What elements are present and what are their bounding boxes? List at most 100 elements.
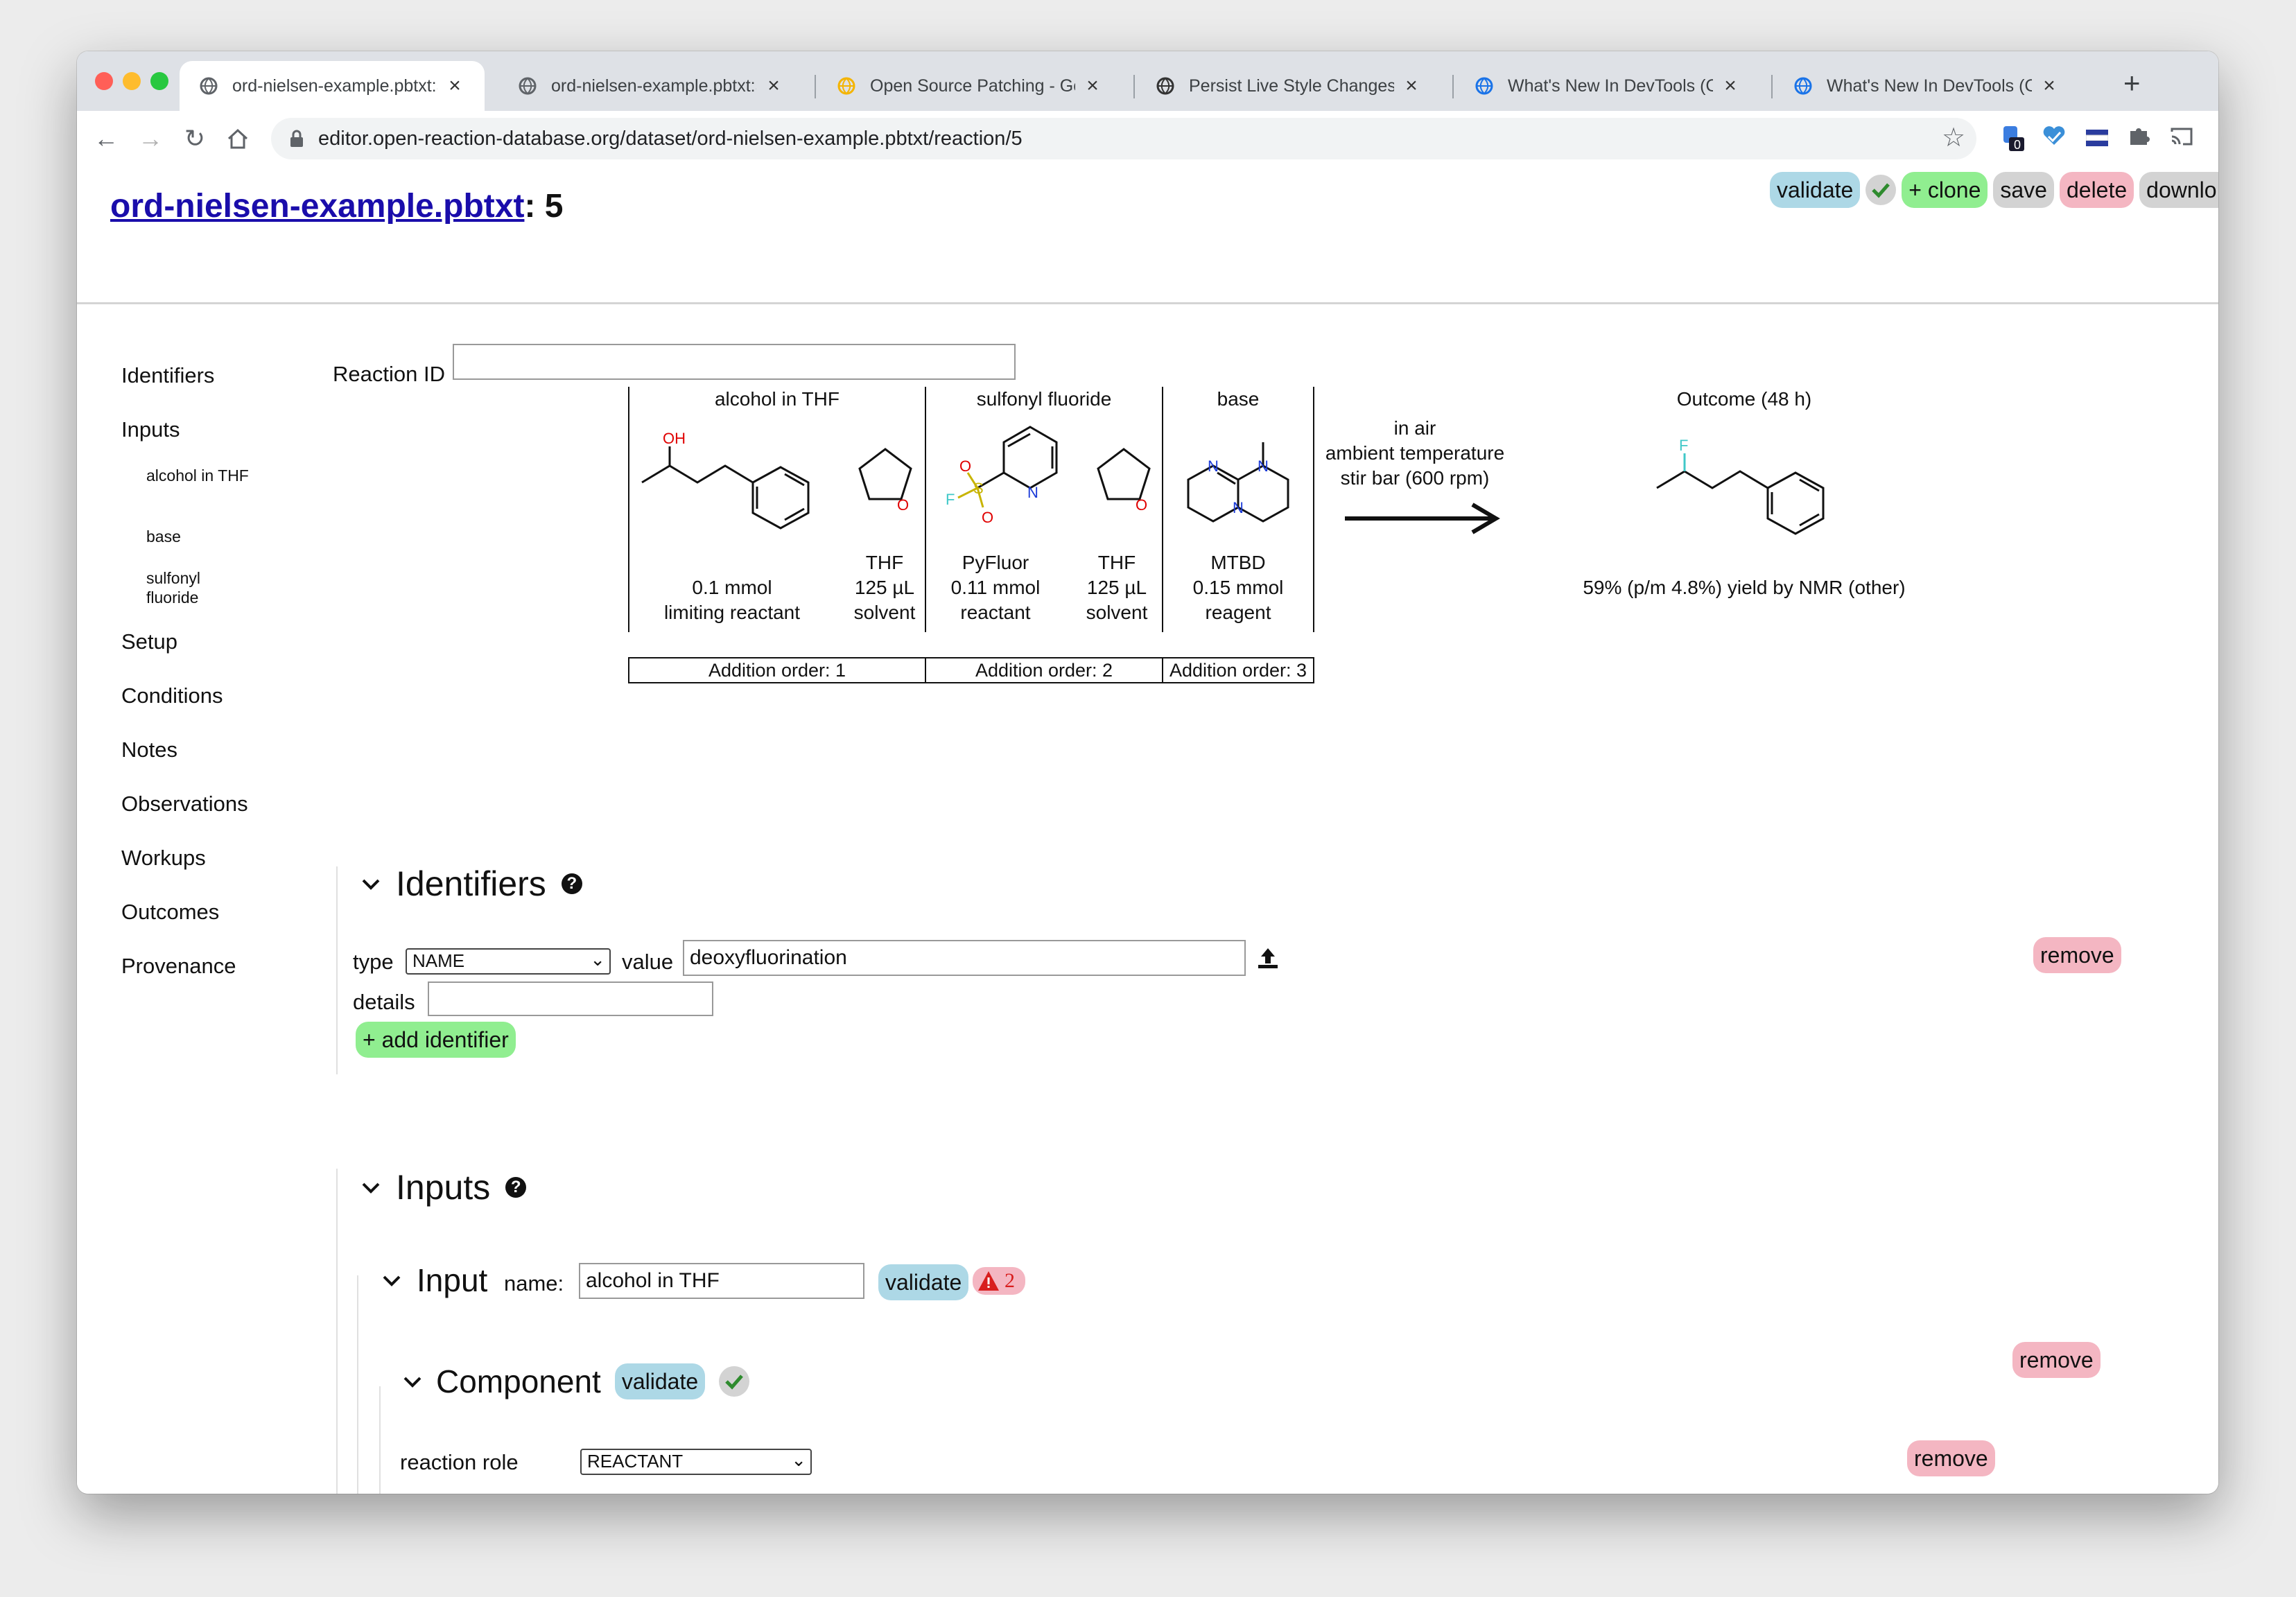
bookmark-star-icon[interactable]: ☆ <box>1942 123 1966 152</box>
download-button[interactable]: downlo <box>2139 172 2218 208</box>
forward-icon[interactable]: → <box>138 124 163 152</box>
chevron-down-icon[interactable] <box>403 1368 422 1395</box>
pyfluor-molecule-drawing: N S O O F <box>946 426 1058 526</box>
identifier-value-input[interactable]: deoxyfluorination <box>683 940 1246 976</box>
reaction-id-input[interactable] <box>453 344 1016 380</box>
new-tab-button[interactable]: + <box>2123 67 2141 99</box>
sidebar-item-inputs[interactable]: Inputs <box>121 417 180 442</box>
identifier-type-select[interactable]: NAME⌄ <box>406 948 611 975</box>
cast-icon[interactable] <box>2166 123 2197 154</box>
sidebar-subitem-alcohol[interactable]: alcohol in THF <box>146 466 249 485</box>
addition-order-1: Addition order: 1 <box>628 657 926 683</box>
input-validate-button[interactable]: validate <box>878 1264 969 1300</box>
close-tab-icon[interactable]: × <box>767 74 780 97</box>
chevron-down-icon[interactable] <box>382 1267 401 1294</box>
scheme-divider <box>628 387 629 632</box>
dataset-link[interactable]: ord-nielsen-example.pbtxt <box>110 188 525 225</box>
browser-tab[interactable]: What's New In DevTools (Chr× <box>1774 61 2079 111</box>
chevron-down-icon: ⌄ <box>590 949 605 970</box>
heart-extension-icon[interactable] <box>2039 123 2069 154</box>
conditions-text: in air ambient temperature stir bar (600… <box>1321 416 1508 491</box>
chevron-down-icon[interactable] <box>361 871 381 898</box>
delete-button[interactable]: delete <box>2059 172 2134 208</box>
sidebar-item-identifiers[interactable]: Identifiers <box>121 363 215 387</box>
clone-button[interactable]: + clone <box>1902 172 1988 208</box>
section-rule <box>379 1386 381 1494</box>
flag-extension-icon[interactable] <box>2082 123 2112 154</box>
back-icon[interactable]: ← <box>94 124 119 152</box>
extension-badge: 0 <box>2014 138 2021 152</box>
chevron-down-icon[interactable] <box>361 1174 381 1201</box>
atom-label-n: N <box>1208 457 1219 475</box>
input-name-field[interactable]: alcohol in THF <box>579 1263 864 1299</box>
atom-label-o: O <box>1136 496 1147 514</box>
component-label: 0.1 mmol limiting reactant <box>656 550 808 625</box>
close-tab-icon[interactable]: × <box>449 74 461 97</box>
component-amount: 0.1 mmol <box>692 577 772 598</box>
browser-tab[interactable]: What's New In DevTools (Chr× <box>1455 61 1760 111</box>
identifier-details-input[interactable] <box>428 981 713 1016</box>
address-bar[interactable]: editor.open-reaction-database.org/datase… <box>271 118 1976 159</box>
tab-title: Open Source Patching - Goo <box>870 76 1075 96</box>
close-tab-icon[interactable]: × <box>1086 74 1099 97</box>
sidebar-item-workups[interactable]: Workups <box>121 846 206 870</box>
help-icon[interactable]: ? <box>505 1177 527 1198</box>
password-extension-icon[interactable]: 0 <box>1997 123 2028 154</box>
page-content: ord-nielsen-example.pbtxt: 5 validate + … <box>77 166 2218 1494</box>
input-header[interactable]: Input <box>382 1262 487 1299</box>
group-title-alcohol: alcohol in THF <box>714 388 840 410</box>
minimize-window-button[interactable] <box>123 72 141 90</box>
close-tab-icon[interactable]: × <box>1405 74 1418 97</box>
sidebar-item-provenance[interactable]: Provenance <box>121 954 236 978</box>
upload-icon[interactable] <box>1255 945 1280 974</box>
close-window-button[interactable] <box>95 72 113 90</box>
outcome-yield: 59% (p/m 4.8%) yield by NMR (other) <box>1583 577 1906 598</box>
save-button[interactable]: save <box>1993 172 2054 208</box>
component-role: limiting reactant <box>663 602 801 623</box>
input-heading: Input <box>417 1262 488 1298</box>
remove-input-button[interactable]: remove <box>2012 1342 2101 1378</box>
identifiers-header[interactable]: Identifiers ? <box>361 864 582 904</box>
component-header[interactable]: Component validate <box>403 1363 750 1400</box>
close-tab-icon[interactable]: × <box>2043 74 2055 97</box>
browser-window: ord-nielsen-example.pbtxt:5× ord-nielsen-… <box>77 51 2218 1494</box>
component-name: THF <box>865 552 904 573</box>
browser-tab[interactable]: Persist Live Style Changes in× <box>1136 61 1441 111</box>
zoom-window-button[interactable] <box>150 72 168 90</box>
globe-icon <box>199 76 218 96</box>
google-slides-icon <box>837 76 856 96</box>
lock-icon[interactable] <box>289 130 304 151</box>
component-name: MTBD <box>1210 552 1266 573</box>
sidebar-subitem-base[interactable]: base <box>146 527 181 546</box>
help-icon[interactable]: ? <box>561 873 582 894</box>
sidebar-item-notes[interactable]: Notes <box>121 738 177 762</box>
inputs-header[interactable]: Inputs ? <box>361 1167 527 1207</box>
remove-component-button[interactable]: remove <box>1907 1440 1995 1476</box>
sidebar-item-conditions[interactable]: Conditions <box>121 683 223 708</box>
sidebar-subitem-sulfonyl[interactable]: sulfonyl fluoride <box>146 569 200 606</box>
component-heading: Component <box>436 1363 601 1399</box>
add-identifier-button[interactable]: + add identifier <box>356 1022 516 1058</box>
reaction-scheme: alcohol in THF sulfonyl fluoride base OH… <box>628 387 1945 733</box>
validate-button[interactable]: validate <box>1770 172 1861 208</box>
component-amount: 125 µL <box>854 577 915 598</box>
sidebar-item-setup[interactable]: Setup <box>121 629 178 654</box>
close-tab-icon[interactable]: × <box>1724 74 1737 97</box>
browser-tab[interactable]: ord-nielsen-example.pbtxt:5× <box>498 61 803 111</box>
home-icon[interactable] <box>220 121 256 157</box>
identifier-value-label: value <box>622 950 674 974</box>
input-error-badge[interactable]: 2 <box>973 1267 1025 1295</box>
sidebar-item-observations[interactable]: Observations <box>121 792 248 816</box>
scheme-divider <box>925 387 926 632</box>
component-validate-button[interactable]: validate <box>614 1363 706 1399</box>
browser-tab[interactable]: ord-nielsen-example.pbtxt:5× <box>180 61 485 111</box>
extensions-puzzle-icon[interactable] <box>2123 123 2154 154</box>
section-rule <box>336 866 338 1074</box>
devtools-icon <box>1793 76 1813 96</box>
url-text[interactable]: editor.open-reaction-database.org/datase… <box>318 128 1023 150</box>
sidebar-item-outcomes[interactable]: Outcomes <box>121 900 220 924</box>
reaction-role-select[interactable]: REACTANT⌄ <box>580 1449 812 1475</box>
reload-icon[interactable]: ↻ <box>184 124 206 152</box>
browser-tab[interactable]: Open Source Patching - Goo × <box>817 61 1122 111</box>
remove-identifier-button[interactable]: remove <box>2033 937 2121 973</box>
